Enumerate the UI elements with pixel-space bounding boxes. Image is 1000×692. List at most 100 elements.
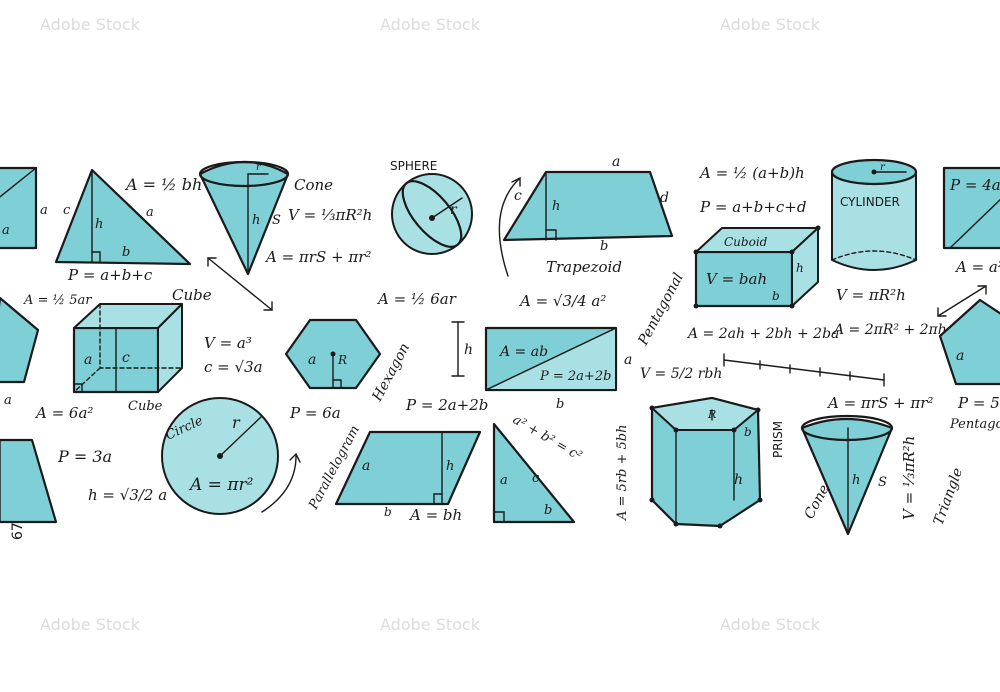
cylinder-radius: r — [880, 162, 886, 173]
cuboid-shape: Cuboid V = bah h b — [693, 225, 821, 309]
cone2-area-formula: A = πrS + πr² — [826, 394, 933, 412]
triangle-base-b: b — [122, 245, 130, 260]
cone-shape-2: h S — [800, 414, 894, 536]
parallelogram-base-b: b — [384, 505, 392, 519]
double-arrow-icon — [207, 257, 273, 311]
square-left-label: a — [2, 223, 10, 238]
cone-shape: r h S — [198, 160, 290, 276]
cuboid-height: h — [796, 261, 804, 275]
cube-diagonal-formula: c = √3a — [204, 358, 263, 376]
cuboid-base: b — [772, 289, 780, 303]
sphere-title: SPHERE — [390, 159, 437, 173]
cuboid-volume-formula: V = bah — [706, 270, 767, 288]
rectangle-perimeter-inside: P = 2a+2b — [539, 369, 611, 384]
trapezoid-side-c: c — [514, 188, 522, 204]
pentagonal-title: Pentagonal — [635, 270, 687, 348]
rectangle-side-b: b — [556, 397, 564, 412]
trapezoid-side-a: a — [612, 154, 620, 170]
cone-volume-formula: V = ⅓πR²h — [288, 206, 372, 224]
cone2-height: h — [852, 473, 860, 488]
rectangle-side-a: a — [624, 352, 632, 368]
cone2-slant: S — [878, 475, 887, 490]
watermark-tile: Adobe Stock — [720, 615, 821, 634]
pentagon-right-title: Pentagon — [949, 417, 1000, 432]
trapezoid-shape: a c h d b — [502, 154, 674, 254]
prism-radius: R — [707, 408, 716, 421]
watermark-tile: Adobe Stock — [720, 15, 821, 34]
cone-radius: r — [256, 162, 262, 173]
cuboid-title: Cuboid — [724, 235, 768, 249]
hexagon-height: h — [464, 342, 473, 358]
trapezoid-area-formula: A = ½ (a+b)h — [698, 164, 805, 182]
cone-height: h — [252, 213, 260, 228]
cube-diagonal-c: c — [122, 350, 130, 366]
square-area-formula: A = a² — [954, 258, 1000, 276]
watermark-tile: Adobe Stock — [380, 615, 481, 634]
hexagon-area-formula: A = ½ 6ar — [376, 290, 457, 308]
triangle-perimeter-3a: P = 3a — [57, 447, 112, 466]
cone2-volume-formula: V = ⅓πR²h — [900, 436, 918, 520]
parallelogram-area-formula: A = bh — [408, 506, 462, 524]
cylinder-area-formula: A = 2πR² + 2πh — [832, 322, 947, 338]
pentagon-right-partial: a — [938, 298, 1000, 386]
trapezoid-base-b: b — [600, 239, 608, 254]
circle-shape: Circle r A = πr² — [161, 397, 279, 515]
trapezoid-height: h — [552, 199, 560, 214]
left-edge-a: a — [4, 393, 12, 408]
prism-volume-formula: V = 5/2 rbh — [640, 366, 722, 382]
cube-title-bottom: Cube — [128, 399, 163, 414]
cube-edge-a: a — [84, 352, 92, 368]
trapezoid-title: Trapezoid — [546, 258, 622, 276]
square-left-partial: a a — [0, 166, 48, 250]
rectangle-area-inside: A = ab — [498, 344, 548, 360]
watermark-tile: Adobe Stock — [40, 15, 141, 34]
prism-height: h — [734, 472, 743, 488]
circle-area-formula: A = πr² — [188, 475, 254, 495]
hexagon-perimeter-formula: P = 6a — [289, 404, 341, 422]
triangle-area-formula: A = ½ bh — [124, 175, 202, 194]
parallelogram-shape: a h b — [334, 430, 482, 519]
cone2-title: Cone — [801, 482, 832, 522]
square-perimeter-formula: P = 4a — [949, 176, 1000, 194]
pythagoras-side-b: b — [544, 503, 552, 518]
parallelogram-height: h — [446, 459, 454, 474]
sphere-radius: r — [450, 202, 458, 218]
prism-title: PRISM — [771, 421, 785, 458]
triangle-height-formula: h = √3/2 a — [88, 486, 167, 504]
cuboid-area-formula: A = 2ah + 2bh + 2ba — [686, 326, 839, 342]
cube-volume-formula: V = a³ — [204, 334, 252, 352]
pythagoras-side-a: a — [500, 473, 508, 488]
hexagon-side-a: a — [308, 352, 316, 368]
curved-arrow-icon — [498, 177, 521, 277]
circle-radius: r — [232, 413, 241, 432]
hexagon-radius: R — [337, 353, 347, 367]
cone-slant: S — [272, 213, 281, 228]
prism-base: b — [744, 425, 752, 439]
triangle-perimeter-formula: P = a+b+c — [67, 266, 153, 284]
equilateral-triangle-partial — [0, 438, 58, 524]
cube-shape: a c — [72, 303, 183, 394]
trapezoid-side-d: d — [660, 190, 669, 206]
prism-area-formula: A = 5rb + 5bh — [615, 425, 630, 521]
cylinder-title: CYLINDER — [840, 195, 900, 209]
watermark-tile: Adobe Stock — [380, 15, 481, 34]
trapezoid-perimeter-formula: P = a+b+c+d — [699, 198, 806, 216]
triangle-shape: c h a b — [54, 168, 192, 266]
pythagoras-side-c: c — [532, 471, 540, 486]
cone-area-formula: A = πrS + πr² — [264, 248, 371, 266]
cube-title-top: Cube — [172, 286, 212, 304]
prism-shape: R b h — [649, 396, 763, 529]
rectangle-perimeter-formula: P = 2a+2b — [405, 396, 488, 414]
hexagon-shape: a R — [284, 318, 382, 390]
triangle-title: Triangle — [931, 466, 966, 527]
pentagon-perimeter-formula: P = 5a — [957, 394, 1000, 412]
height-marker: h — [451, 321, 473, 377]
triangle-height: h — [95, 217, 103, 232]
pythagorean-triangle-shape: a c b — [492, 422, 576, 524]
cone-title: Cone — [294, 176, 333, 194]
curved-arrow-icon — [261, 455, 297, 513]
double-arrow-icon — [937, 285, 987, 317]
rectangle-shape: A = ab P = 2a+2b a b — [484, 326, 632, 412]
triangle-side-a: a — [146, 205, 154, 220]
